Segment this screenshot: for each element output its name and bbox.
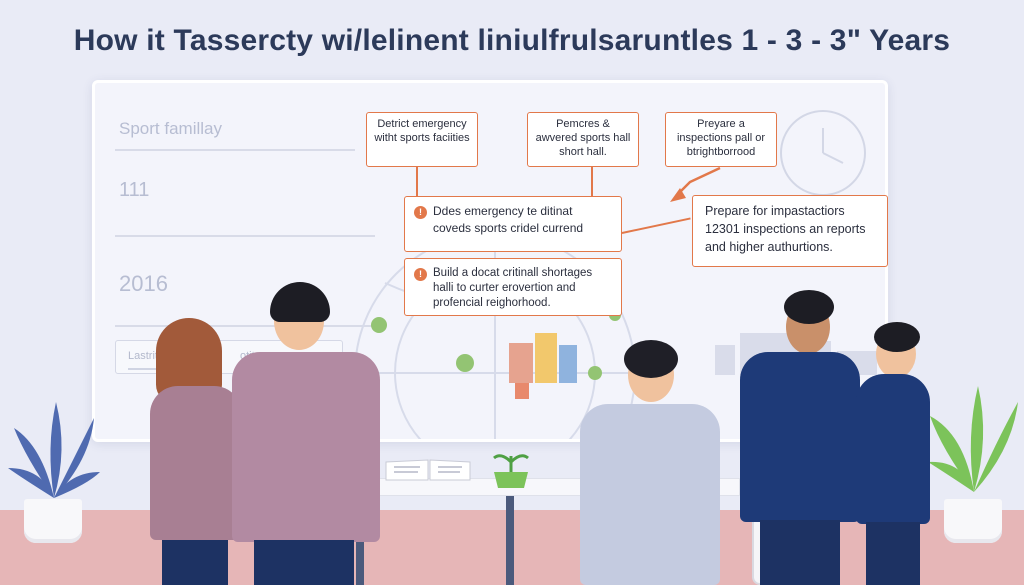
note-emergency-coverage-text: Ddes emergency te ditinat coveds sports … xyxy=(433,204,584,235)
board-year-1: 111 xyxy=(119,179,150,201)
person-woman-seated xyxy=(580,340,720,585)
alert-icon: ! xyxy=(414,206,427,219)
person-man-tablet xyxy=(740,290,860,585)
plant-leaves-icon xyxy=(928,386,1018,492)
board-year-2: 2016 xyxy=(119,271,168,296)
note-sports-hall: Pemcres & awvered sports hall short hall… xyxy=(527,112,639,167)
board-divider xyxy=(115,325,375,327)
table-leg xyxy=(506,496,514,585)
alert-icon: ! xyxy=(414,268,427,281)
note-build-shortages: ! Build a docat critinall shortages hall… xyxy=(404,258,622,316)
person-woman-left xyxy=(150,318,242,585)
potted-plant-icon xyxy=(493,454,529,488)
clock-sketch xyxy=(780,110,866,196)
note-build-shortages-text: Build a docat critinall shortages halli … xyxy=(433,267,593,309)
person-man-right xyxy=(856,322,930,585)
note-inspections-plan: Preyare a inspections pall or btrightbor… xyxy=(665,112,777,167)
open-book-icon xyxy=(385,459,471,481)
plant-pot xyxy=(24,499,82,543)
plant-pot xyxy=(944,499,1002,543)
board-divider xyxy=(115,149,355,151)
neighborhood-buildings xyxy=(509,333,577,399)
board-label-family: Sport famillay xyxy=(119,119,222,138)
note-emergency-facilities: Detrict emergency witht sports faciities xyxy=(366,112,478,167)
page-title: How it Tassercty wi/lelinent liniulfruls… xyxy=(73,24,951,57)
note-impact-reports: Prepare for impastactiors 12301 inspecti… xyxy=(692,195,888,267)
legend-dash xyxy=(128,368,158,370)
board-divider xyxy=(115,235,375,237)
note-emergency-coverage: ! Ddes emergency te ditinat coveds sport… xyxy=(404,196,622,252)
plant-leaves-icon xyxy=(8,402,100,498)
arrow-icon xyxy=(670,166,721,202)
note-connector xyxy=(591,167,593,196)
person-man-presenter xyxy=(232,282,380,585)
note-connector xyxy=(416,167,418,196)
